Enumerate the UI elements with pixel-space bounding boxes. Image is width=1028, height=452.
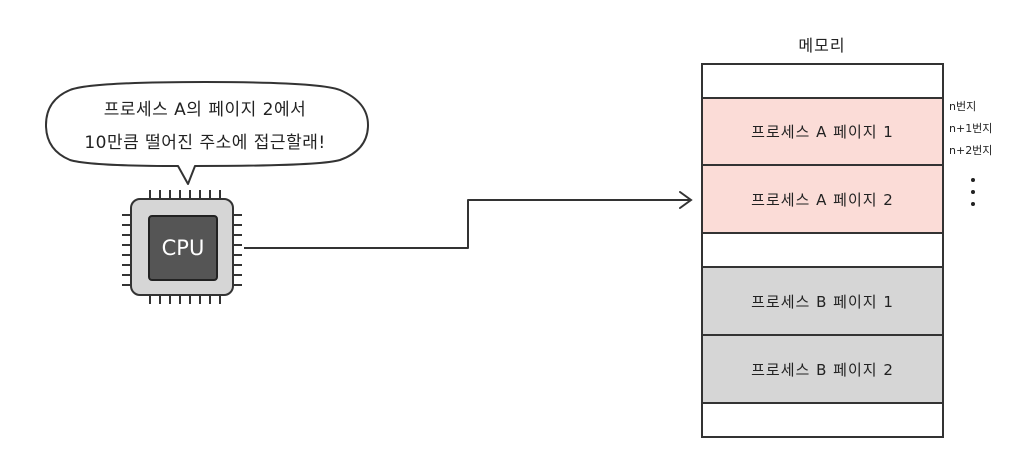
memory-title: 메모리 <box>798 36 846 55</box>
memory-cell-empty <box>701 402 944 438</box>
arrow-head <box>679 191 693 209</box>
speech-bubble <box>45 81 369 185</box>
bubble-text-line2: 10만큼 떨어진 주소에 접근할래! <box>84 133 326 153</box>
address-label-n: n번지 <box>949 100 977 113</box>
access-arrow <box>244 199 690 249</box>
memory-cell-process-b-page-1: 프로세스 B 페이지 1 <box>701 266 944 336</box>
memory-cell-process-b-page-2: 프로세스 B 페이지 2 <box>701 334 944 404</box>
memory-cell-empty <box>701 232 944 268</box>
memory-cell-empty <box>701 63 944 99</box>
ellipsis-dot <box>971 190 975 194</box>
memory-cell-process-a-page-1: 프로세스 A 페이지 1 <box>701 97 944 166</box>
cpu-pins <box>122 190 242 304</box>
ellipsis-dot <box>971 178 975 182</box>
ellipsis-dot <box>971 202 975 206</box>
memory-cell-process-a-page-2: 프로세스 A 페이지 2 <box>701 164 944 234</box>
bubble-text-line1: 프로세스 A의 페이지 2에서 <box>103 100 307 120</box>
cpu-label: CPU <box>148 215 218 281</box>
address-label-n-plus-2: n+2번지 <box>949 144 993 157</box>
address-label-n-plus-1: n+1번지 <box>949 122 993 135</box>
